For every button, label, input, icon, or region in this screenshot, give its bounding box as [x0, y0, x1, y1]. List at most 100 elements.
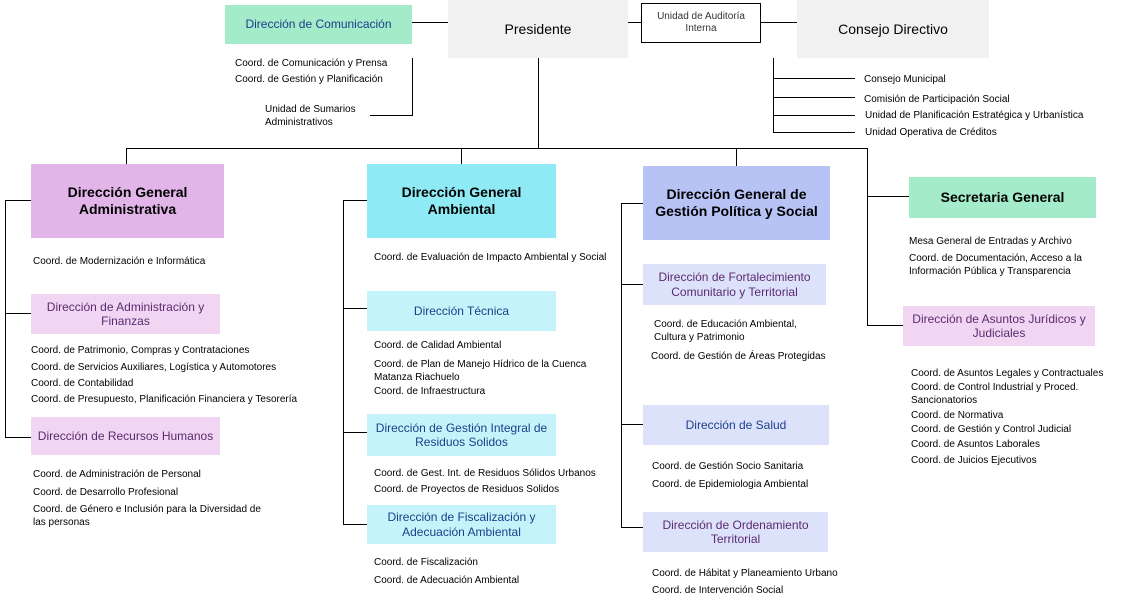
coord-item: Coord. de Desarrollo Profesional: [33, 487, 179, 498]
connector-line: [126, 148, 868, 149]
consejo-item: Unidad de Planificación Estratégica y Ur…: [865, 110, 1084, 121]
connector-line: [412, 58, 413, 116]
sumarios-label: Unidad de Sumarios Administrativos: [265, 104, 356, 128]
dg-gestion-politica-box: Dirección General de Gestión Política y …: [643, 166, 830, 240]
coord-item: Coord. de Fiscalización: [374, 557, 478, 568]
connector-line: [5, 437, 31, 438]
connector-line: [773, 132, 855, 133]
coord-item: Coord. de Presupuesto, Planificación Fin…: [31, 394, 298, 405]
dir-fiscalizacion-label: Dirección de Fiscalización y Adecuación …: [387, 510, 536, 539]
coord-item: Coord. de Control Industrial y Proced. S…: [911, 382, 1079, 406]
connector-line: [461, 148, 462, 164]
connector-line: [126, 148, 127, 164]
connector-line: [538, 58, 539, 148]
coord-item: Coord. de Gestión Socio Sanitaria: [652, 461, 804, 472]
coord-item: Coord. de Gest. Int. de Residuos Sólidos…: [374, 468, 596, 479]
dir-juridicos-label: Dirección de Asuntos Jurídicos y Judicia…: [912, 311, 1086, 340]
connector-line: [621, 203, 622, 528]
dir-salud-label: Dirección de Salud: [685, 417, 787, 432]
coord-item: Coord. de Proyectos de Residuos Solidos: [374, 484, 560, 495]
consejo-item: Unidad Operativa de Créditos: [865, 127, 997, 138]
consejo-box: Consejo Directivo: [797, 0, 989, 58]
coord-item: Coord. de Adecuación Ambiental: [374, 575, 520, 586]
connector-line: [5, 200, 6, 438]
connector-line: [5, 200, 31, 201]
coord-item: Coord. de Asuntos Legales y Contractuale…: [911, 368, 1104, 379]
coord-item: Coord. de Modernización e Informática: [33, 256, 206, 267]
dir-fiscalizacion-box: Dirección de Fiscalización y Adecuación …: [367, 505, 556, 544]
dir-ordenamiento-label: Dirección de Ordenamiento Territorial: [662, 517, 809, 546]
dg-administrativa-title: Dirección General Administrativa: [67, 184, 188, 217]
auditoria-box: Unidad de Auditoría Interna: [641, 3, 761, 43]
connector-line: [736, 148, 737, 166]
coord-item: Coord. de Gestión de Áreas Protegidas: [651, 351, 826, 362]
coord-item: Coord. de Educación Ambiental, Cultura y…: [654, 319, 797, 343]
connector-line: [867, 325, 903, 326]
coord-item: Coord. de Patrimonio, Compras y Contrata…: [31, 345, 250, 356]
connector-line: [627, 22, 641, 23]
secretaria-general-box: Secretaria General: [909, 177, 1096, 218]
connector-line: [773, 115, 855, 116]
coord-item: Coord. de Plan de Manejo Hídrico de la C…: [374, 359, 587, 383]
coord-item: Coord. de Documentación, Acceso a la Inf…: [909, 253, 1082, 277]
coord-item: Coord. de Epidemiologia Ambiental: [652, 479, 809, 490]
comunicacion-item: Coord. de Gestión y Planificación: [235, 74, 383, 85]
dir-fortalecimiento-box: Dirección de Fortalecimiento Comunitario…: [643, 264, 826, 305]
consejo-item: Comisión de Participación Social: [864, 94, 1010, 105]
comunicacion-item: Coord. de Comunicación y Prensa: [235, 58, 388, 69]
coord-item: Coord. de Asuntos Laborales: [911, 439, 1040, 450]
connector-line: [5, 313, 31, 314]
dir-juridicos-box: Dirección de Asuntos Jurídicos y Judicia…: [903, 306, 1095, 346]
coord-item: Coord. de Gestión y Control Judicial: [911, 424, 1072, 435]
dir-fortalecimiento-label: Dirección de Fortalecimiento Comunitario…: [658, 270, 811, 299]
comunicacion-box: Dirección de Comunicación: [225, 5, 412, 44]
auditoria-label: Unidad de Auditoría Interna: [657, 11, 745, 34]
connector-line: [412, 22, 448, 23]
connector-line: [867, 148, 868, 326]
connector-line: [773, 58, 774, 133]
connector-line: [621, 203, 643, 204]
dir-residuos-box: Dirección de Gestión Integral de Residuo…: [367, 414, 556, 456]
dir-tecnica-box: Dirección Técnica: [367, 291, 556, 331]
secretaria-general-title: Secretaria General: [940, 189, 1065, 206]
connector-line: [370, 115, 413, 116]
dir-ordenamiento-box: Dirección de Ordenamiento Territorial: [643, 512, 828, 552]
dir-tecnica-label: Dirección Técnica: [413, 303, 510, 318]
coord-item: Coord. de Calidad Ambiental: [374, 340, 502, 351]
dir-salud-box: Dirección de Salud: [643, 405, 829, 445]
consejo-item: Consejo Municipal: [864, 74, 946, 85]
connector-line: [343, 308, 367, 309]
connector-line: [621, 284, 643, 285]
dg-ambiental-title: Dirección General Ambiental: [401, 184, 522, 217]
connector-line: [621, 424, 643, 425]
coord-item: Coord. de Infraestructura: [374, 386, 486, 397]
connector-line: [773, 97, 855, 98]
comunicacion-label: Dirección de Comunicación: [245, 17, 392, 32]
connector-line: [343, 432, 367, 433]
coord-item: Coord. de Administración de Personal: [33, 469, 201, 480]
connector-line: [343, 200, 367, 201]
connector-line: [773, 78, 855, 79]
dg-gestion-politica-title: Dirección General de Gestión Política y …: [655, 186, 818, 219]
connector-line: [761, 22, 797, 23]
coord-item: Coord. de Intervención Social: [652, 585, 784, 596]
connector-line: [343, 524, 367, 525]
dg-ambiental-box: Dirección General Ambiental: [367, 164, 556, 238]
coord-item: Coord. de Hábitat y Planeamiento Urbano: [652, 568, 838, 579]
consejo-label: Consejo Directivo: [838, 20, 948, 37]
coord-item: Coord. de Servicios Auxiliares, Logístic…: [31, 362, 277, 373]
dir-admin-finanzas-box: Dirección de Administración y Finanzas: [31, 294, 220, 334]
connector-line: [621, 527, 643, 528]
dir-admin-finanzas-label: Dirección de Administración y Finanzas: [46, 299, 205, 328]
connector-line: [867, 196, 909, 197]
coord-item: Mesa General de Entradas y Archivo: [909, 236, 1072, 247]
dir-rrhh-label: Dirección de Recursos Humanos: [37, 428, 214, 443]
presidente-box: Presidente: [448, 0, 628, 58]
coord-item: Coord. de Género e Inclusión para la Div…: [33, 504, 261, 528]
coord-item: Coord. de Contabilidad: [31, 378, 134, 389]
dg-administrativa-box: Dirección General Administrativa: [31, 164, 224, 238]
coord-item: Coord. de Evaluación de Impacto Ambienta…: [374, 252, 607, 263]
connector-line: [343, 200, 344, 525]
dir-rrhh-box: Dirección de Recursos Humanos: [31, 417, 220, 455]
